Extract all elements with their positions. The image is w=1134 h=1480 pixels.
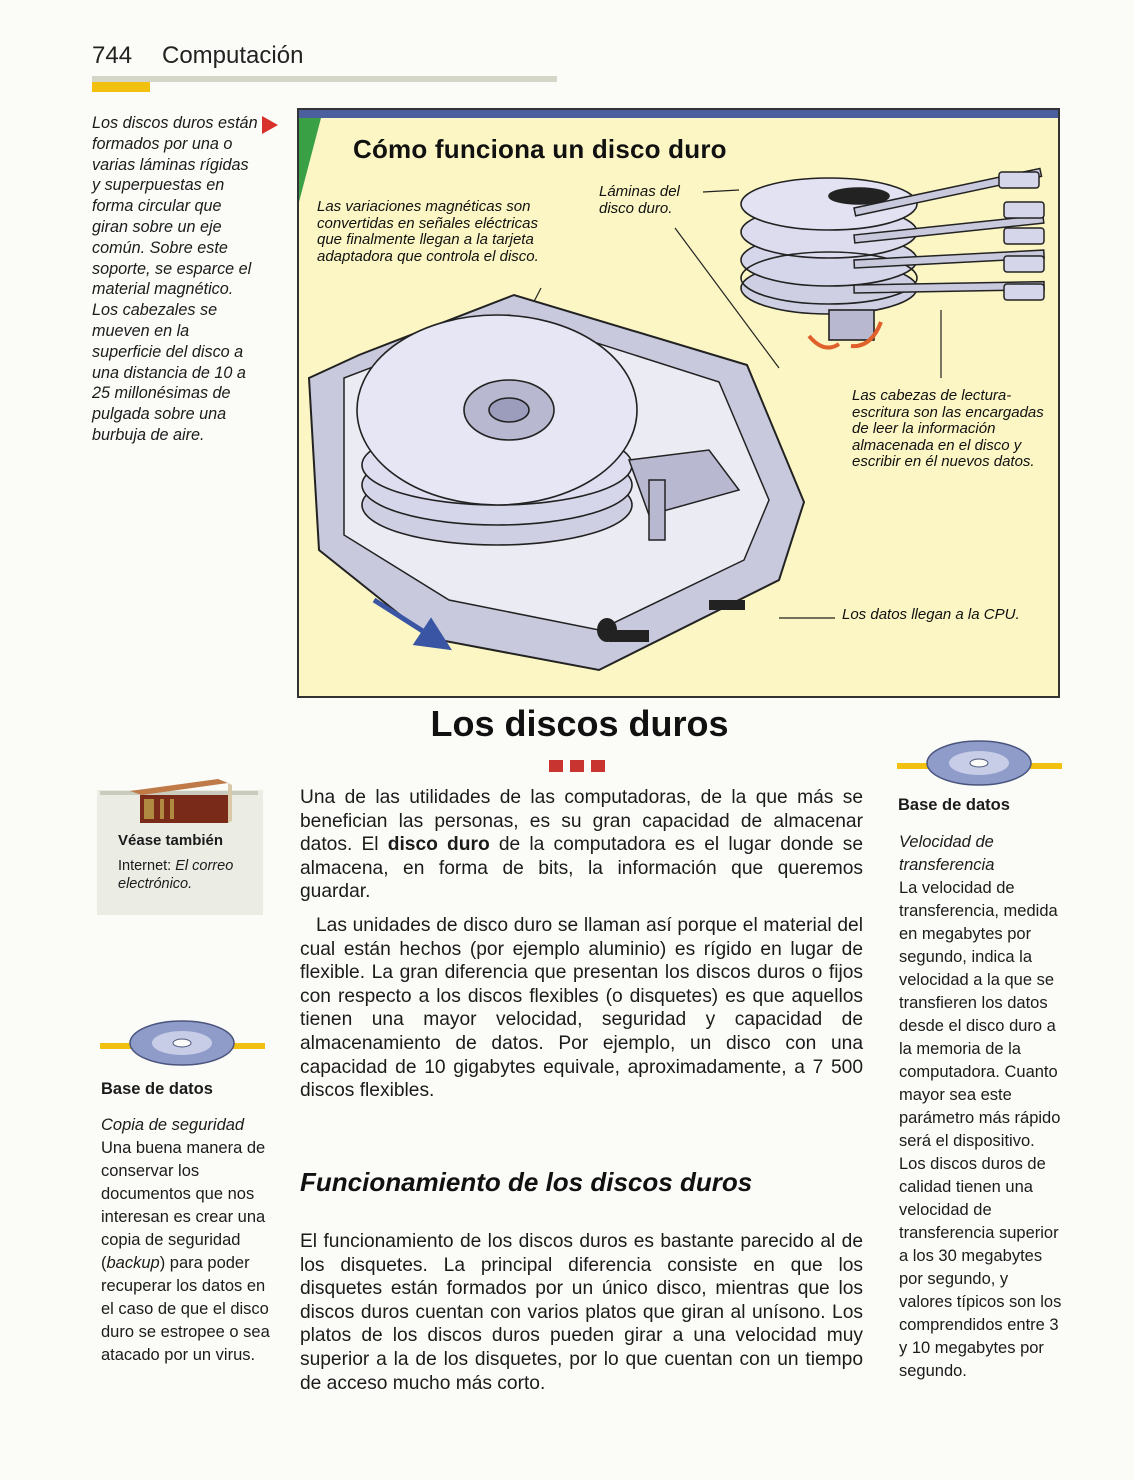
hard-disk-figure: Cómo funciona un disco duro Las variacio… xyxy=(297,108,1060,698)
see-also-title: Véase también xyxy=(118,832,224,849)
db-left-text: Una buena manera de conservar los docume… xyxy=(101,1139,270,1364)
header-accent xyxy=(92,82,150,92)
subheading: Funcionamiento de los discos duros xyxy=(300,1167,753,1197)
title-ornament-square xyxy=(549,760,563,772)
cd-icon xyxy=(100,1020,265,1066)
book-icon xyxy=(100,779,258,823)
title-ornament-square xyxy=(591,760,605,772)
paragraph-operation: El funcionamiento de los discos duros es… xyxy=(300,1231,863,1394)
note-read-write-heads: Las cabezas de lectura-escritura son las… xyxy=(852,387,1044,471)
see-also-link[interactable]: El correo electrónico. xyxy=(118,858,234,892)
db-left-title: Base de datos xyxy=(101,1080,213,1098)
cd-icon xyxy=(897,740,1062,786)
note-magnetic-variations: Las variaciones magnéticas son convertid… xyxy=(317,198,539,265)
figure-title: Cómo funciona un disco duro xyxy=(353,134,727,164)
title-ornament-square xyxy=(570,760,584,772)
hard-disk-illustration xyxy=(299,118,1045,672)
paragraph-intro: Una de las utilidades de las computadora… xyxy=(300,787,864,903)
note-platters: Láminas del disco duro. xyxy=(599,183,680,217)
term-disco-duro: disco duro xyxy=(387,834,490,856)
page-number: 744 xyxy=(92,42,133,69)
arrow-right-icon xyxy=(262,116,278,134)
db-right-title: Base de datos xyxy=(898,796,1010,814)
figure-top-bar xyxy=(299,110,1058,118)
side-note: Los discos duros están formados por una … xyxy=(92,114,258,444)
db-left-subtitle: Copia de seguridad xyxy=(101,1116,245,1134)
paragraph-rigid-disks: Las unidades de disco duro se llaman así… xyxy=(300,915,863,1102)
article-title: Los discos duros xyxy=(430,703,729,744)
section-title: Computación xyxy=(162,42,304,69)
db-right-text: La velocidad de transferencia, medida en… xyxy=(899,879,1062,1380)
header-rule xyxy=(92,76,557,82)
note-data-to-cpu: Los datos llegan a la CPU. xyxy=(842,606,1020,623)
db-right-subtitle: Velocidad de transferencia xyxy=(899,833,995,874)
see-also-text: Internet: El correo electrónico. xyxy=(118,858,234,892)
